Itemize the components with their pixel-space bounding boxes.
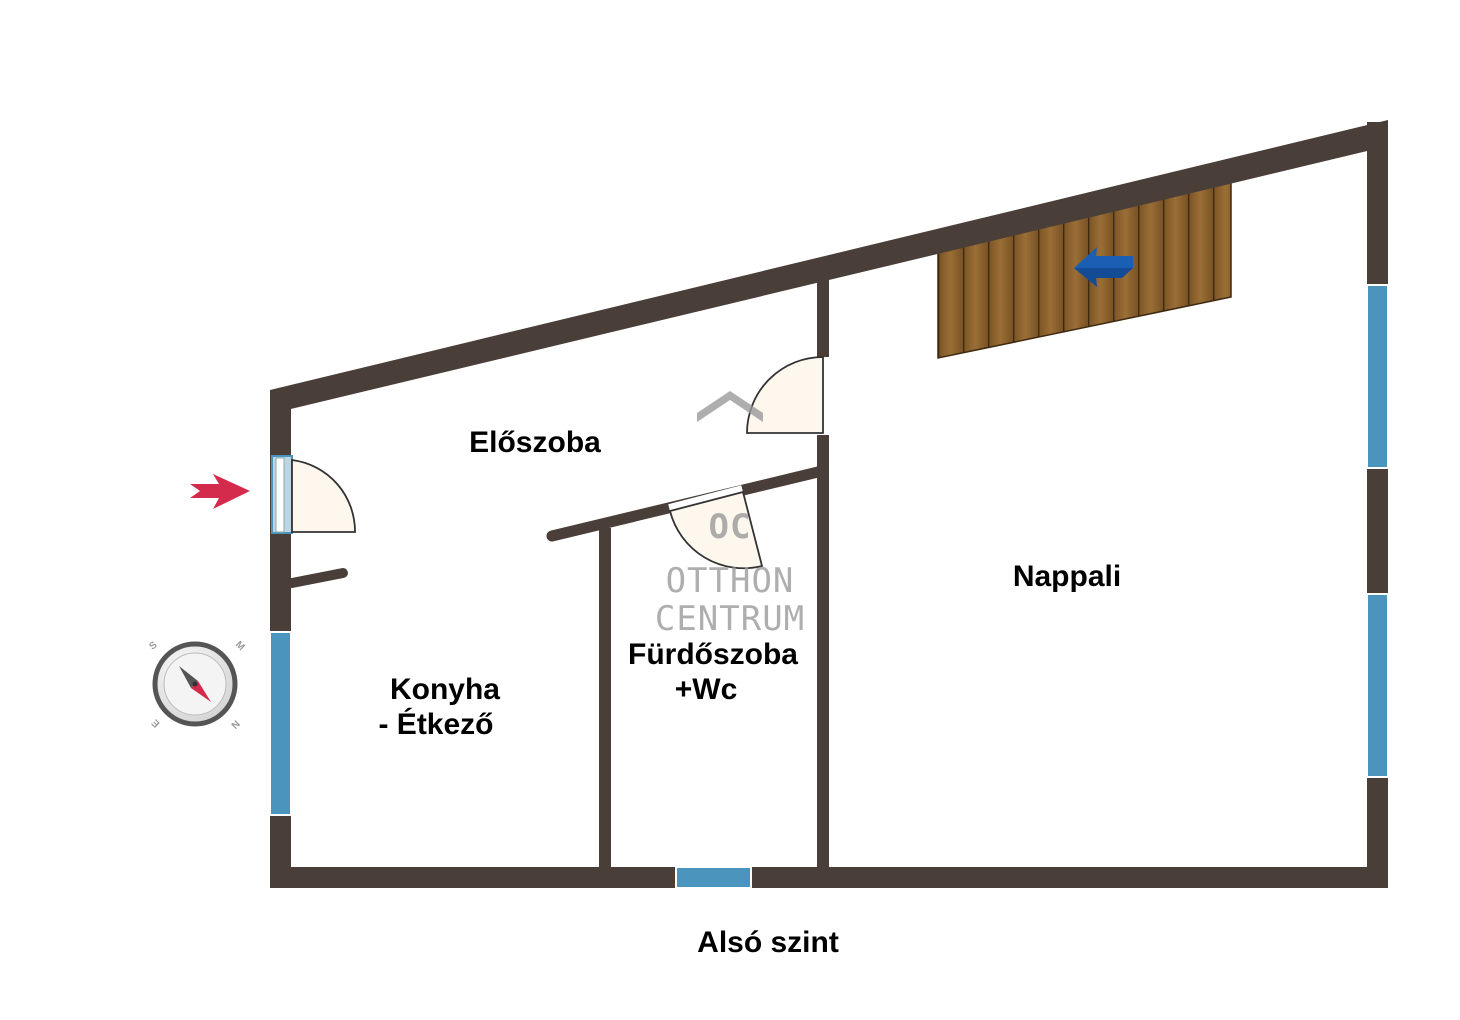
watermark-line2: CENTRUM: [655, 599, 805, 639]
window-right-upper: [1366, 284, 1389, 469]
watermark-monogram: OC: [709, 507, 752, 547]
compass-letter-m: M: [233, 639, 247, 653]
wall-furdo-left: [599, 528, 611, 868]
compass-icon: S M E N: [147, 639, 246, 730]
door-furdoszoba: [668, 485, 764, 570]
window-left: [269, 631, 292, 816]
door-nappali: [746, 356, 830, 435]
watermark-roof-icon: [697, 391, 763, 422]
room-label-furdo-2: +Wc: [675, 673, 738, 706]
room-label-konyha-2: - Étkező: [378, 707, 493, 741]
window-bottom: [675, 866, 752, 889]
wall-konyha-stub: [287, 568, 348, 588]
room-labels: Előszoba Nappali Konyha - Étkező Fürdősz…: [378, 426, 1121, 741]
room-label-eloszoba: Előszoba: [469, 426, 601, 459]
compass-letter-s: S: [147, 640, 159, 653]
entrance-door: [271, 455, 356, 534]
windows: [269, 284, 1389, 889]
bottom-wall: [270, 867, 1388, 888]
entrance-arrow-icon: [190, 474, 250, 509]
compass-letter-n: N: [228, 717, 241, 730]
room-label-konyha-1: Konyha: [390, 673, 500, 706]
room-label-nappali: Nappali: [1013, 560, 1121, 593]
watermark: OC OTTHON CENTRUM: [655, 391, 805, 639]
stairs-direction-arrow-icon: [1074, 247, 1133, 287]
top-wall: [270, 120, 1388, 414]
floor-title: Alsó szint: [697, 926, 839, 959]
window-right-lower: [1366, 593, 1389, 778]
watermark-line1: OTTHON: [666, 561, 795, 601]
room-label-furdo-1: Fürdőszoba: [628, 638, 798, 671]
compass-letter-e: E: [150, 716, 163, 729]
